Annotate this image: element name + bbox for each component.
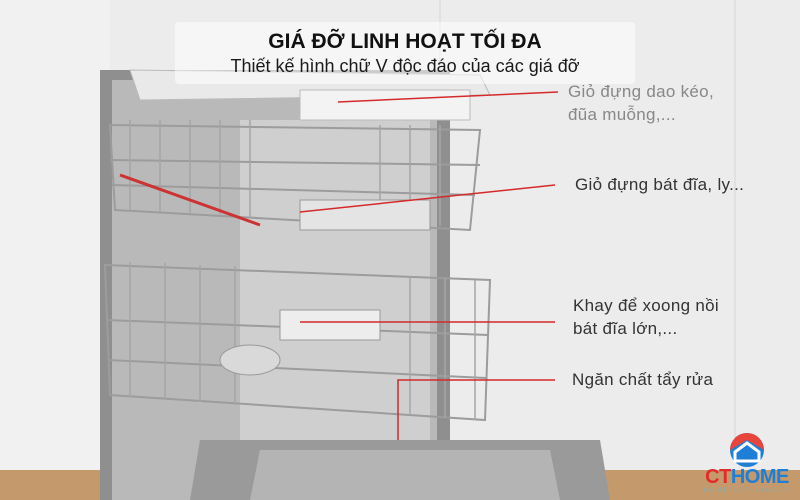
annotation-line: đũa muỗng,... [568, 105, 676, 124]
annotation-line: Khay để xoong nồi [573, 296, 719, 315]
annotation-line: bát đĩa lớn,... [573, 319, 678, 338]
logo-tagline: HOME APPLIANCES [703, 488, 791, 494]
page-title: GIÁ ĐỠ LINH HOẠT TỐI ĐA [268, 30, 542, 53]
logo-home: HOME [730, 466, 790, 488]
annotation-line: Giỏ đựng bát đĩa, ly... [575, 175, 745, 194]
annotation-cutlery-basket: Giỏ đựng dao kéo, đũa muỗng,... [568, 80, 714, 126]
annotation-detergent-compartment: Ngăn chất tẩy rửa [572, 368, 713, 391]
house-logo-icon [730, 433, 764, 467]
annotation-line: Giỏ đựng dao kéo, [568, 82, 714, 101]
annotation-upper-rack: Giỏ đựng bát đĩa, ly... [575, 173, 744, 196]
logo-ct: CT [705, 466, 731, 488]
page-subtitle: Thiết kế hình chữ V độc đáo của các giá … [230, 56, 580, 76]
pointer-lines [299, 91, 559, 440]
annotation-line: Ngăn chất tẩy rửa [572, 370, 714, 389]
cthome-logo: CTHOME HOME APPLIANCES [697, 432, 797, 498]
annotation-lower-rack: Khay để xoong nồi bát đĩa lớn,... [573, 294, 719, 340]
